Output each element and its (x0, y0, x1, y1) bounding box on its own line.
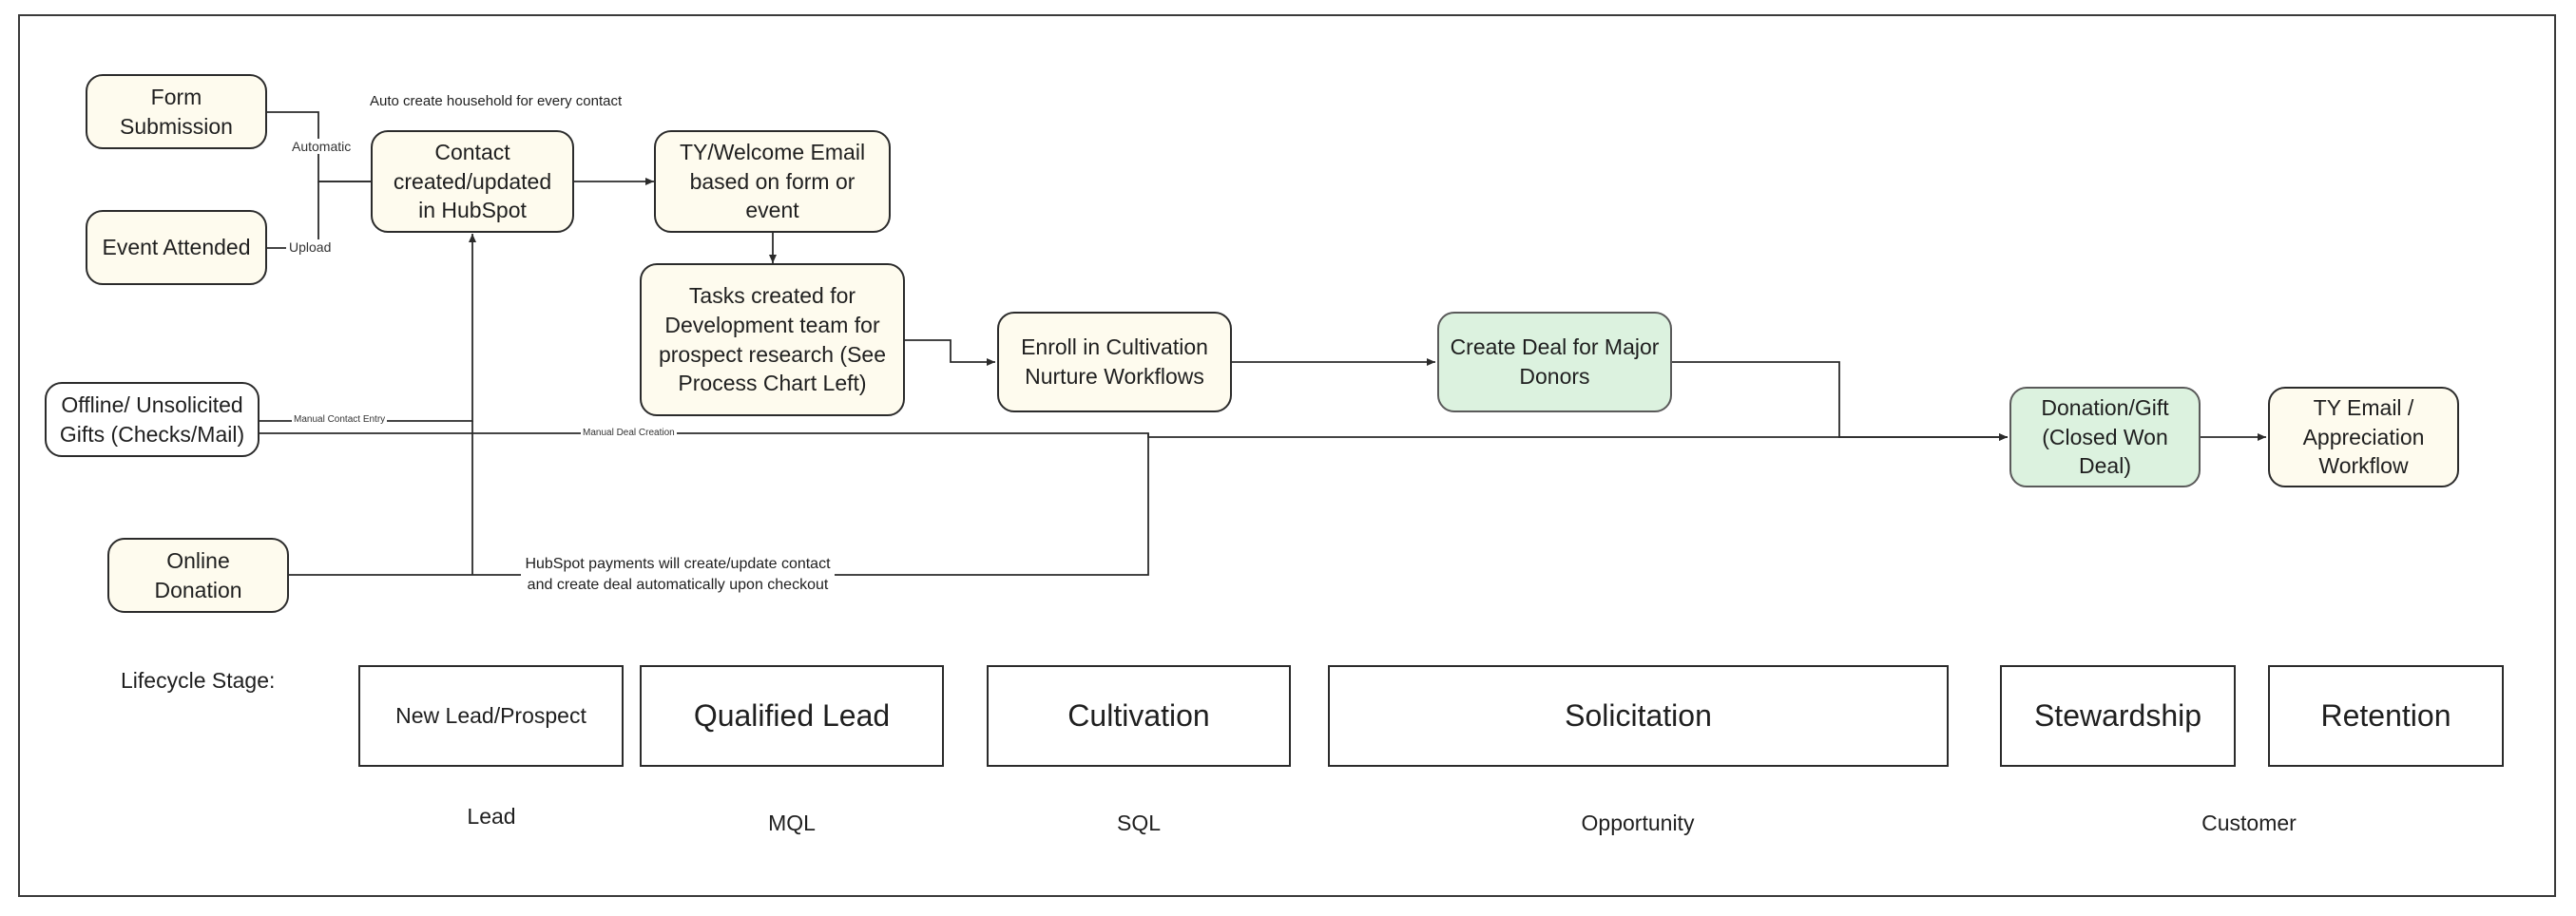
auto-household-note: Auto create household for every contact (370, 93, 623, 109)
group-lead: Lead (467, 804, 516, 829)
manual-contact-entry-label: Manual Contact Entry (292, 414, 388, 425)
group-opportunity: Opportunity (1581, 811, 1695, 835)
stage-qualified-lead: Qualified Lead (640, 665, 944, 767)
upload-label: Upload (286, 239, 335, 255)
stage-retention: Retention (2268, 665, 2504, 767)
manual-deal-creation-label: Manual Deal Creation (581, 428, 677, 438)
offline-gifts-node: Offline/ Unsolicited Gifts (Checks/Mail) (45, 382, 260, 457)
stage-cultivation: Cultivation (987, 665, 1291, 767)
stage-stewardship: Stewardship (2000, 665, 2236, 767)
edge-deal-to-donation (1672, 361, 2008, 441)
hubspot-payments-note: HubSpot payments will create/update cont… (521, 554, 835, 597)
edge-offline-to-donation (260, 432, 2008, 441)
contact-node: Contact created/updated in HubSpot (371, 130, 574, 233)
edge-event-to-contact (267, 181, 319, 249)
group-mql: MQL (768, 811, 816, 835)
ty-welcome-node: TY/Welcome Email based on form or event (654, 130, 891, 233)
edge-tasks-to-enroll (905, 339, 995, 366)
diagram-frame (18, 14, 2556, 897)
group-customer: Customer (2201, 811, 2297, 835)
automatic-label: Automatic (289, 139, 355, 154)
edge-offline-to-contact (260, 234, 476, 422)
ty-appreciation-node: TY Email / Appreciation Workflow (2268, 387, 2459, 487)
lifecycle-heading: Lifecycle Stage: (121, 668, 276, 693)
stage-solicitation: Solicitation (1328, 665, 1949, 767)
create-deal-node: Create Deal for Major Donors (1437, 312, 1672, 412)
donation-gift-node: Donation/Gift (Closed Won Deal) (2009, 387, 2201, 487)
online-donation-node: Online Donation (107, 538, 289, 613)
tasks-node: Tasks created for Development team for p… (640, 263, 905, 416)
enroll-cultivation-node: Enroll in Cultivation Nurture Workflows (997, 312, 1232, 412)
stage-new-lead: New Lead/Prospect (358, 665, 624, 767)
form-submission-node: Form Submission (86, 74, 267, 149)
event-attended-node: Event Attended (86, 210, 267, 285)
group-sql: SQL (1116, 811, 1162, 835)
